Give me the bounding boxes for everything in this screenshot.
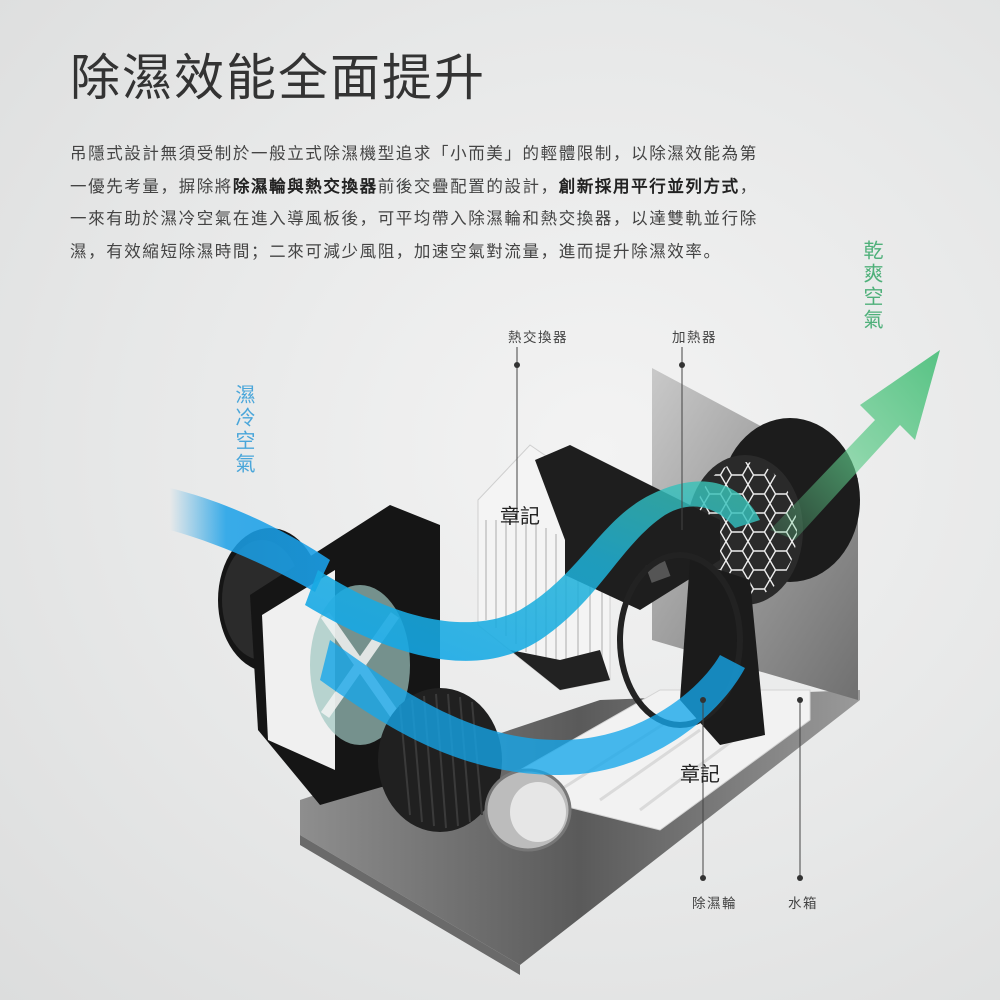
base-tray-edge [300,835,520,975]
blower-motor-cap [510,782,566,842]
leader-dots [514,362,803,881]
leader-lines [516,347,801,878]
wet-air-inflow [170,488,330,592]
label-heater: 加熱器 [672,330,717,346]
watermark-stamp: 章記 [500,504,540,528]
page-title: 除濕效能全面提升 [70,49,486,107]
desc-text-2: 前後交疊配置的設計， [377,176,559,196]
desc-emphasis-2: 創新採用平行並列方式 [558,176,740,196]
label-water-tank: 水箱 [788,896,818,912]
label-heat-exchanger: 熱交換器 [508,330,568,346]
desc-text-1: 吊隱式設計無須受制於一般立式除濕機型追求「小而美」的輕體限制，以除濕效能為第一優… [70,144,758,196]
wet-air-label: 濕冷空氣 [232,384,256,476]
watermark-stamp: 章記 [680,762,720,786]
label-desiccant-wheel: 除濕輪 [692,896,737,912]
dry-air-label: 乾爽空氣 [860,240,884,332]
airflow-through-desiccant-wheel [320,640,745,775]
feature-description: 吊隱式設計無須受制於一般立式除濕機型追求「小而美」的輕體限制，以除濕效能為第一優… [70,138,760,268]
airflow-through-heat-exchanger [305,481,760,661]
desc-text-3: ，一來有助於濕冷空氣在進入導風板後，可平均帶入除濕輪和熱交換器，以達雙軌並行除濕… [70,176,758,261]
desc-emphasis-1: 除濕輪與熱交換器 [232,176,378,196]
filter-side-panel [262,570,335,770]
heat-exchanger-base [510,650,610,690]
dry-air-outflow-arrow [770,350,940,540]
